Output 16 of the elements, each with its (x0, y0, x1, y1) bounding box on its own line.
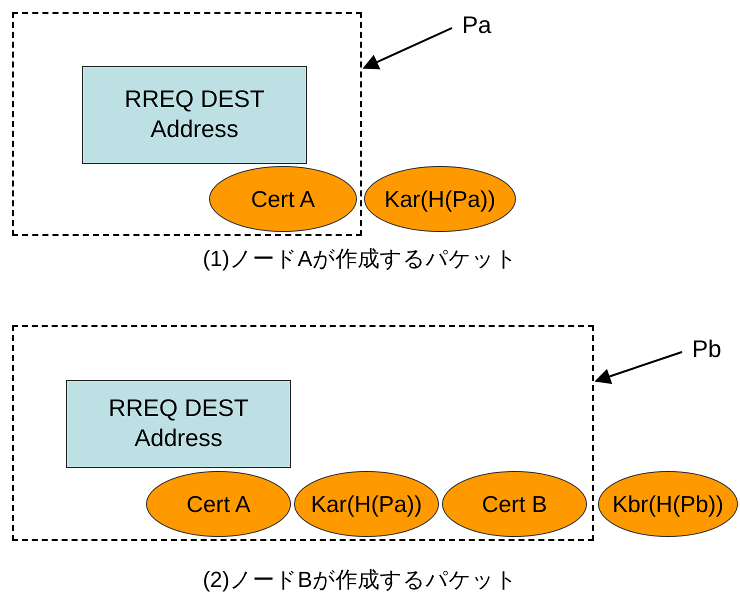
dashed-frame (12, 325, 594, 541)
dashed-frame (12, 12, 362, 236)
field-ellipse: Cert B (442, 471, 587, 537)
field-ellipse: Kar(H(Pa)) (364, 166, 516, 232)
caption: (2)ノードBが作成するパケット (202, 566, 518, 594)
leader-arrow (594, 351, 682, 384)
message-box: RREQ DEST Address (82, 66, 307, 164)
field-ellipse: Cert A (209, 166, 357, 232)
field-ellipse: Kbr(H(Pb)) (598, 471, 738, 537)
message-box: RREQ DEST Address (66, 380, 291, 468)
field-ellipse: Kar(H(Pa)) (294, 471, 439, 537)
field-ellipse: Cert A (146, 471, 291, 537)
frame-label: Pa (462, 12, 492, 40)
caption: (1)ノードAが作成するパケット (202, 245, 518, 273)
leader-arrow (362, 27, 452, 70)
frame-label: Pb (692, 336, 722, 364)
